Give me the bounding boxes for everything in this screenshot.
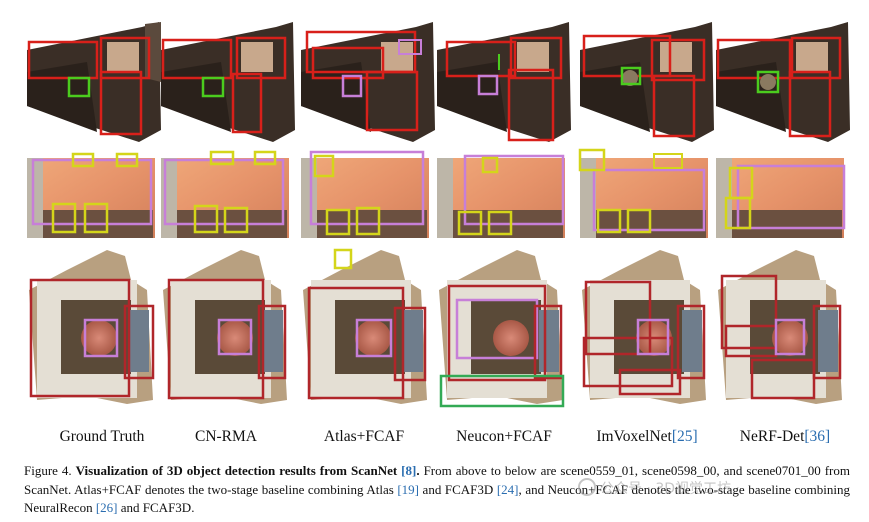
panel-cnrma-row2 <box>161 150 289 238</box>
caption-title: Visualization of 3D object detection res… <box>75 463 420 478</box>
panel-atlas-row1 <box>301 22 435 142</box>
panel-imvoxel-row1 <box>580 22 714 142</box>
citation-link[interactable]: [36] <box>804 428 831 445</box>
panel-imvoxel-row3 <box>582 250 706 404</box>
visualization-grid <box>27 22 850 408</box>
method-label-ground-truth: Ground Truth <box>59 428 145 445</box>
row-scene0598-00 <box>27 148 846 238</box>
citation-link[interactable]: [24] <box>496 481 519 497</box>
panel-gt-row2 <box>27 152 155 238</box>
watermark: 公众号 · 3D视觉工坊 <box>578 478 731 498</box>
figure-label: Figure 4. <box>24 463 72 478</box>
panel-gt-row1 <box>27 22 161 142</box>
citation-link[interactable]: [25] <box>671 428 698 445</box>
panel-nerfdet-row2 <box>716 158 846 238</box>
panel-imvoxel-row2 <box>578 148 708 238</box>
panel-atlas-row3 <box>303 248 427 404</box>
method-label-atlas-fcaf: Atlas+FCAF <box>323 428 405 445</box>
panel-neucon-row3 <box>439 250 565 408</box>
panel-nerfdet-row1 <box>716 22 850 142</box>
method-label-nerf-det: NeRF-Det[36] <box>739 428 831 445</box>
panel-atlas-row2 <box>301 150 429 238</box>
panel-cnrma-row3 <box>163 250 287 404</box>
citation-link[interactable]: [8] <box>401 463 417 478</box>
method-label-neucon-fcaf: Neucon+FCAF <box>456 428 552 445</box>
wechat-icon <box>578 478 596 496</box>
method-label-cn-rma: CN-RMA <box>194 428 258 445</box>
figure-caption: Figure 4. Visualization of 3D object det… <box>24 463 851 515</box>
citation-link[interactable]: [26] <box>95 500 118 515</box>
citation-link[interactable]: [19] <box>397 481 419 497</box>
method-label-imvoxelnet: ImVoxelNet[25] <box>596 428 698 445</box>
method-labels: Ground Truth CN-RMA Atlas+FCAF Neucon+FC… <box>0 428 869 448</box>
panel-neucon-row2 <box>437 154 565 238</box>
row-scene0701-00 <box>29 248 842 408</box>
row-scene0559-01 <box>27 22 850 142</box>
panel-nerfdet-row3 <box>718 250 842 404</box>
panel-cnrma-row1 <box>161 22 295 142</box>
panel-neucon-row1 <box>437 22 571 142</box>
panel-gt-row3 <box>29 250 155 404</box>
